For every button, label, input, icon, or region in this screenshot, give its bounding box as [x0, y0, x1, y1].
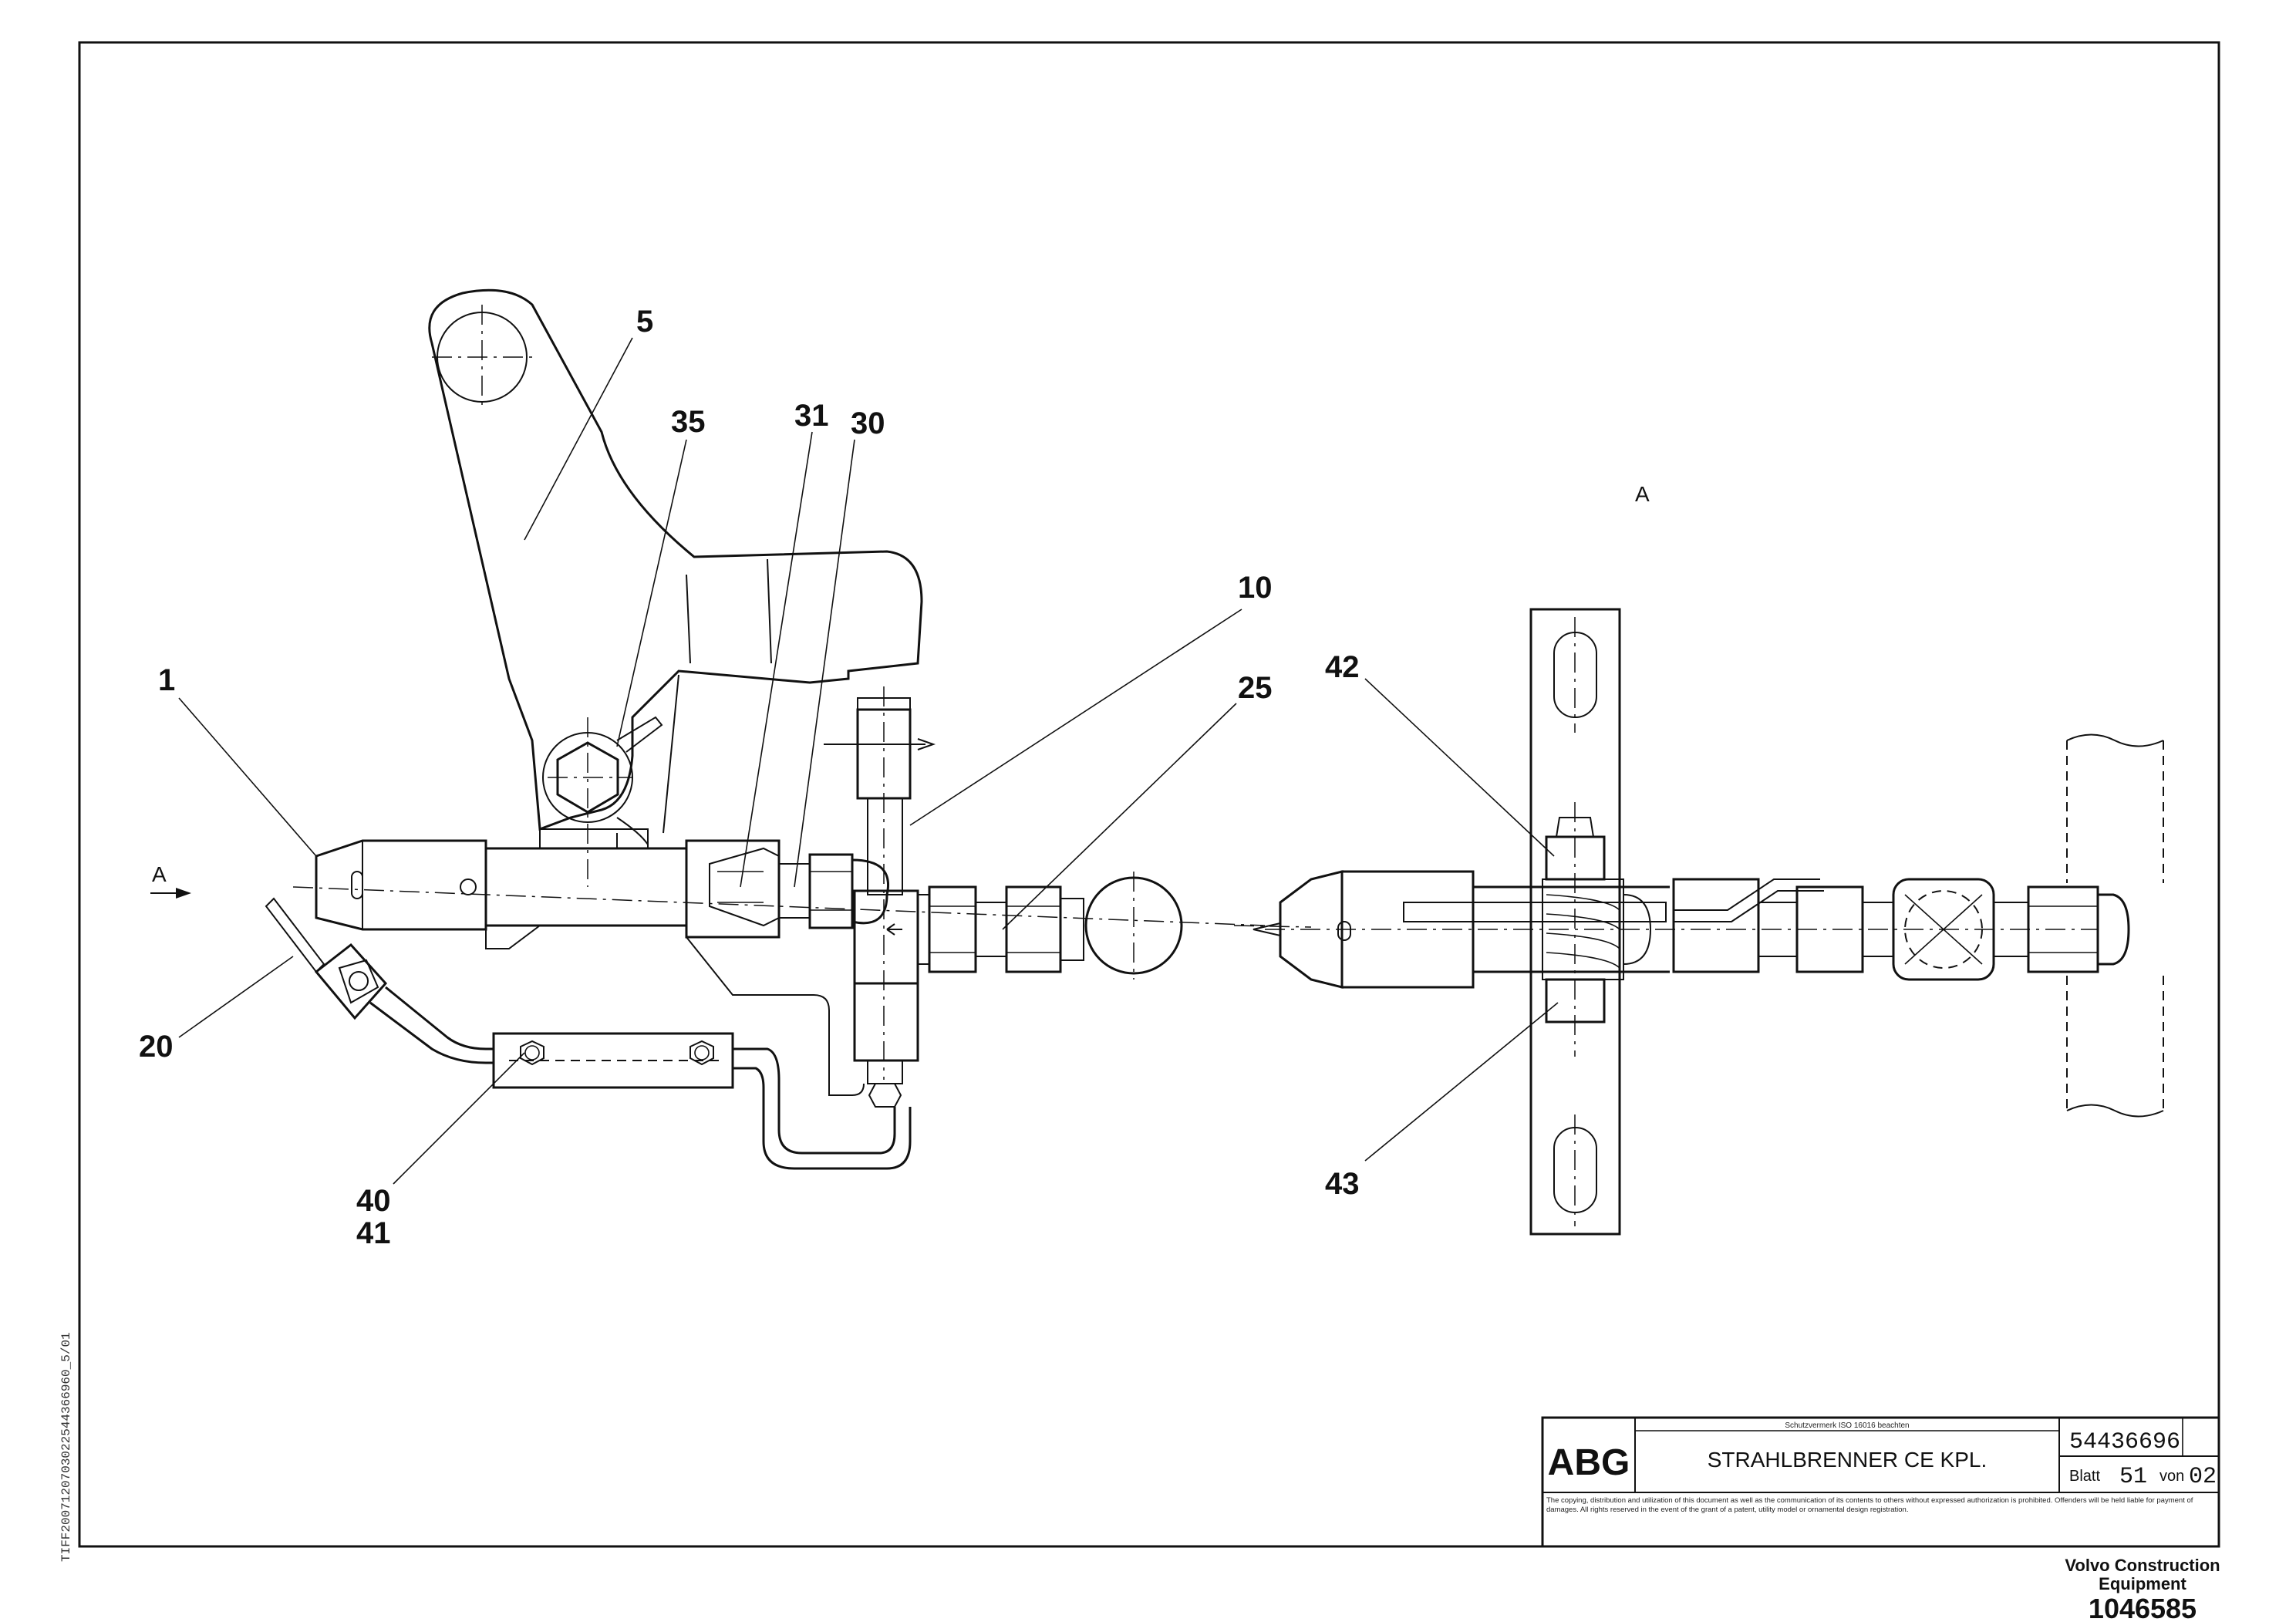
view-arrow-icon — [150, 888, 191, 899]
title-block: Schutzvermerk ISO 16016 beachten ABG STR… — [1541, 1416, 2220, 1548]
fuel-pipe — [733, 1047, 896, 1155]
arrow-a-label: A — [152, 862, 167, 886]
callout-31: 31 — [794, 399, 829, 433]
pivot-hex-nut — [556, 741, 619, 814]
callout-43: 43 — [1325, 1167, 1360, 1201]
disclaimer-text: The copying, distribution and utilizatio… — [1546, 1496, 2193, 1514]
main-tube — [484, 847, 688, 927]
company-line2: Equipment — [2099, 1574, 2186, 1593]
clamp-20 — [314, 943, 388, 1020]
callout-5: 5 — [636, 305, 653, 339]
fitting-block — [1672, 878, 1760, 973]
sheet-total: 02 — [2189, 1464, 2217, 1490]
of-label: von — [2159, 1468, 2184, 1485]
lever-bracket — [428, 288, 923, 831]
sheet-label: Blatt — [2069, 1468, 2100, 1485]
callout-41: 41 — [356, 1216, 391, 1250]
drawing-title: STRAHLBRENNER CE KPL. — [1708, 1448, 1988, 1472]
tube-end-block — [685, 839, 781, 939]
protection-note: Schutzvermerk ISO 16016 beachten — [1785, 1421, 1909, 1430]
doc-number: 1046585 — [2089, 1593, 2197, 1622]
callout-25: 25 — [1238, 671, 1273, 705]
leader-lines — [178, 337, 1559, 1185]
part-number: 54436696 — [2069, 1429, 2180, 1455]
callout-35: 35 — [671, 405, 706, 439]
right-view-a — [1253, 608, 2164, 1236]
callout-20: 20 — [139, 1030, 174, 1064]
callout-10: 10 — [1238, 571, 1273, 605]
left-view-burner — [265, 288, 1312, 1170]
abg-logo: ABG — [1548, 1442, 1630, 1483]
callout-40: 40 — [356, 1184, 391, 1218]
fitting-25a — [928, 885, 977, 973]
fitting-30 — [808, 853, 854, 929]
valve-lower — [853, 982, 919, 1062]
callout-30: 30 — [851, 406, 885, 440]
view-a-label: A — [1635, 482, 1650, 506]
company-line1: Volvo Construction — [2065, 1556, 2220, 1575]
nut-43 — [1545, 978, 1606, 1023]
callout-1: 1 — [158, 663, 175, 697]
sheet-number: 51 — [2119, 1464, 2147, 1490]
support-bar — [492, 1032, 734, 1089]
side-code: TIFF2007120703022544366960_5/01 — [59, 1332, 73, 1562]
drawing-frame — [78, 41, 2220, 1548]
callout-42: 42 — [1325, 650, 1360, 684]
